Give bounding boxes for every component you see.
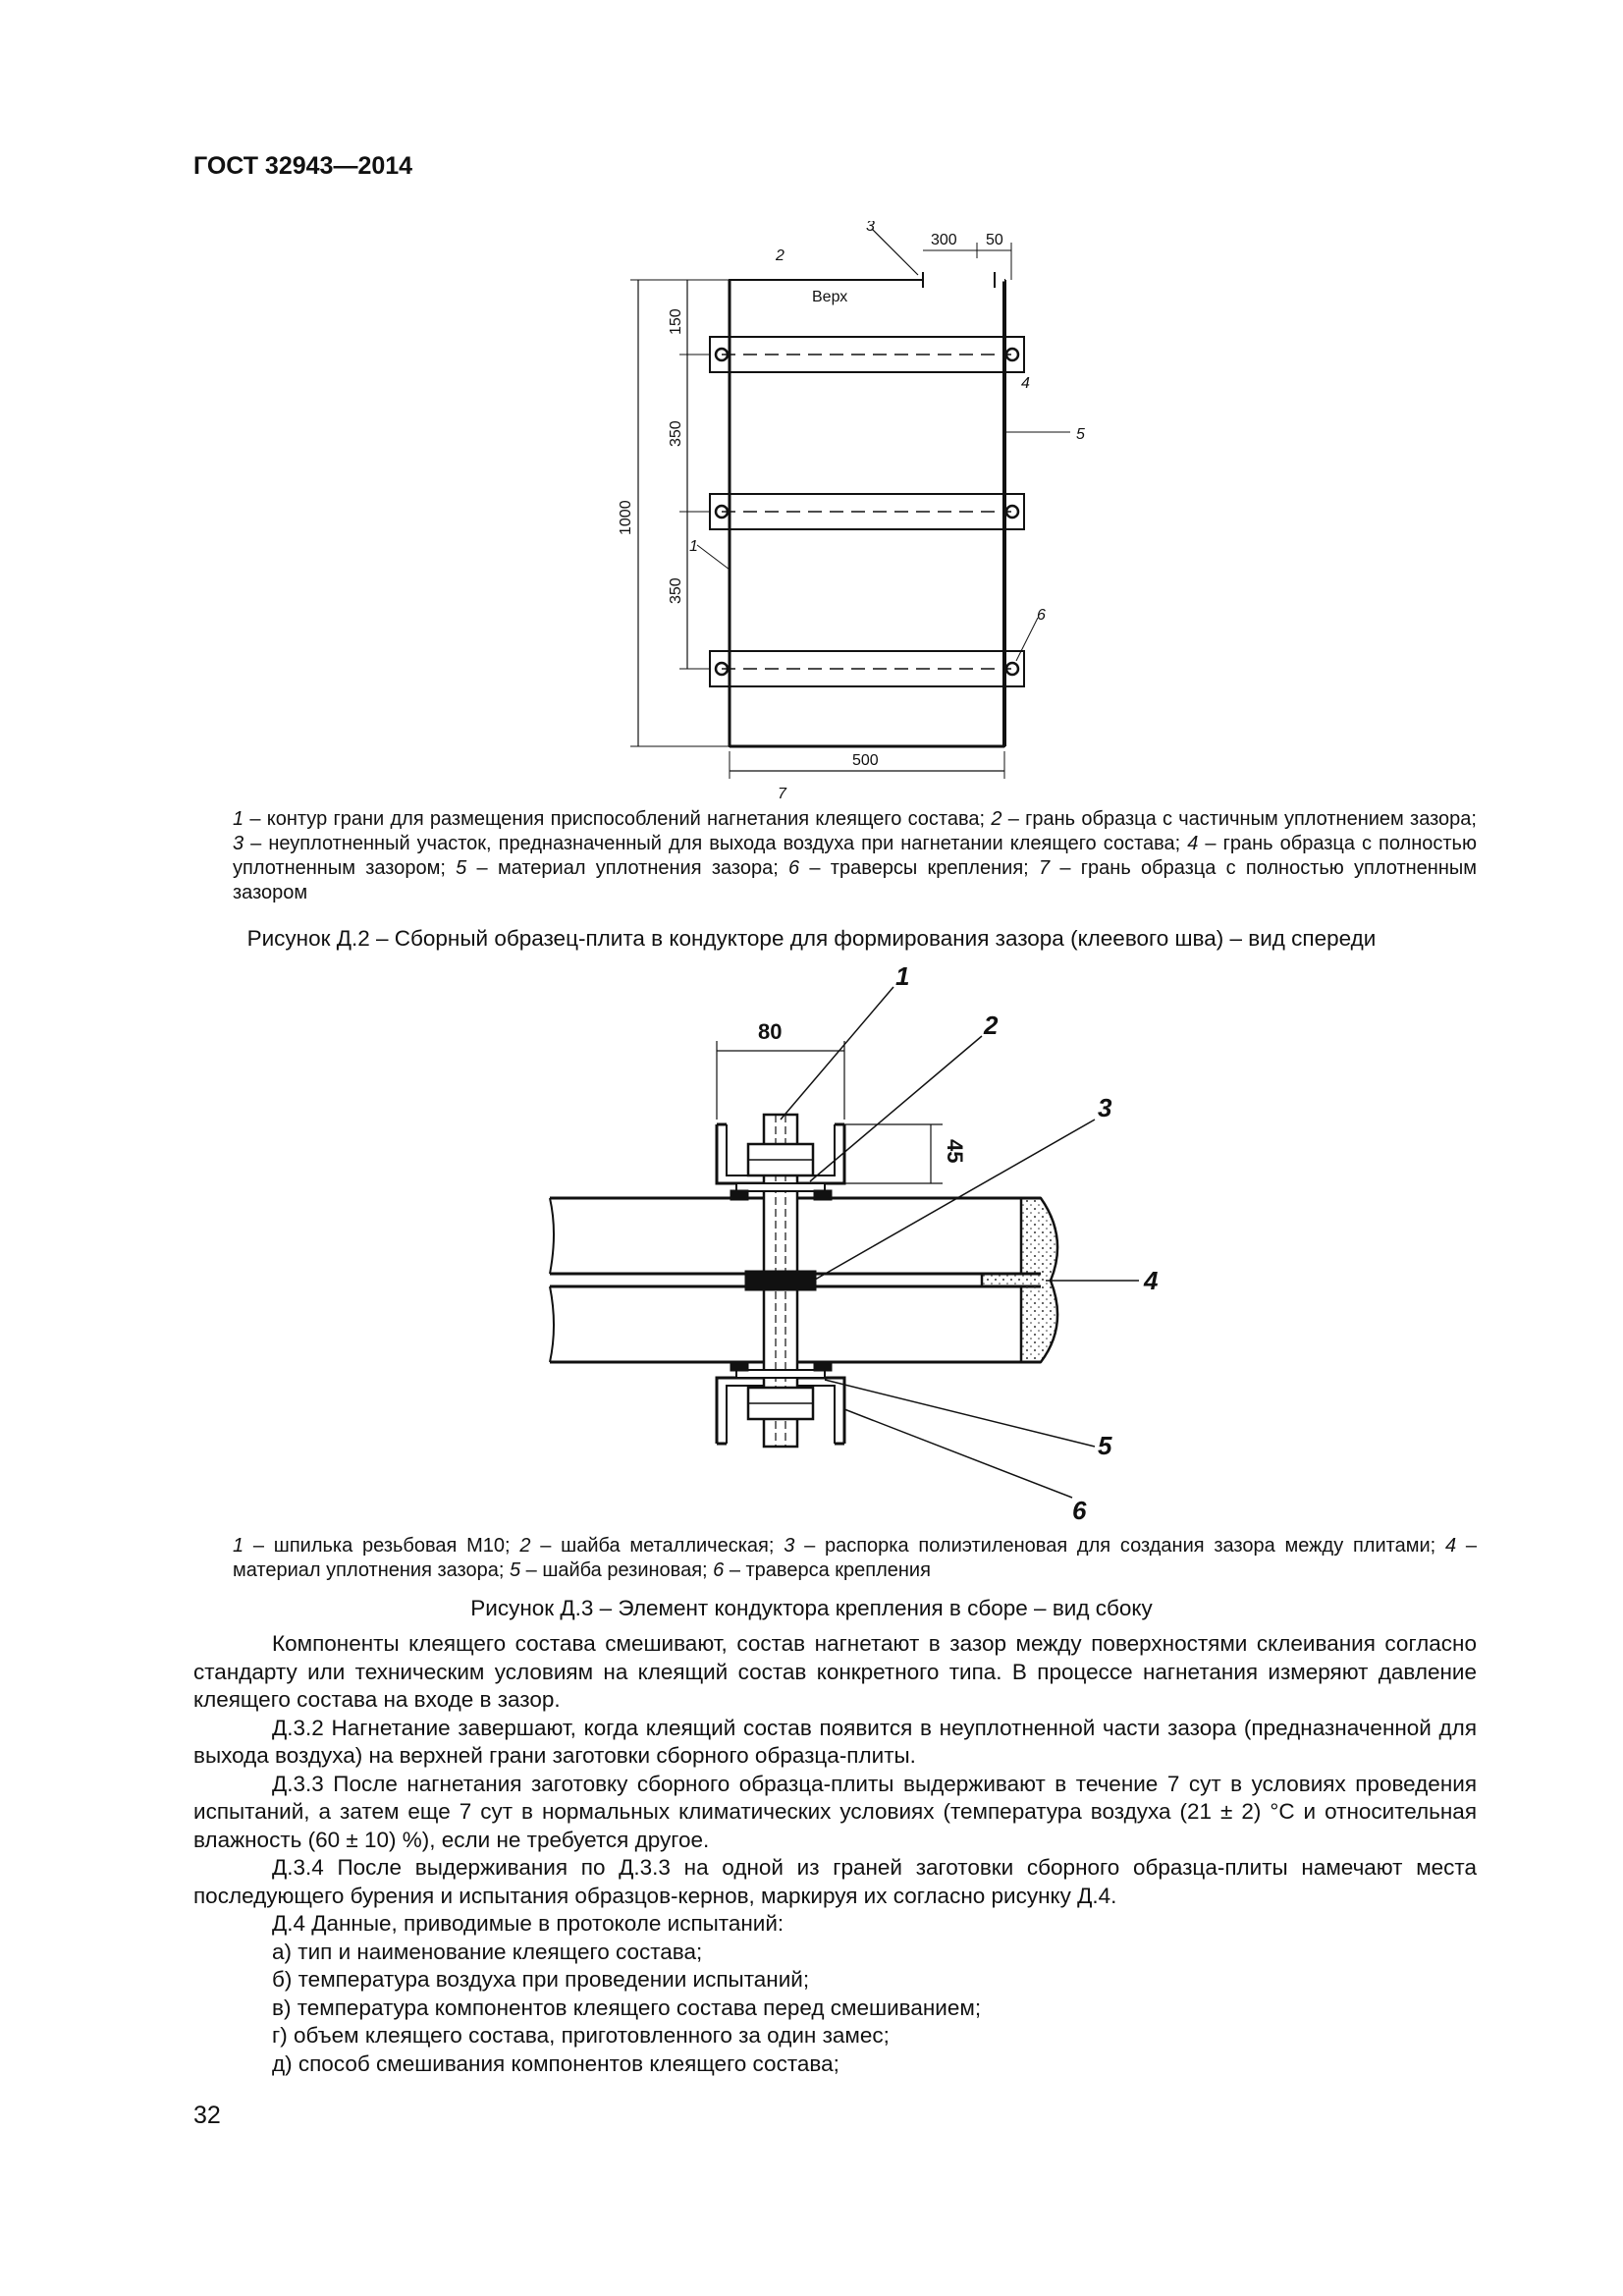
legend-num: 1 [233,808,244,830]
legend-num: 6 [788,857,800,879]
legend-num: 3 [233,833,244,854]
fig2-callout-3: 3 [1098,1093,1112,1122]
legend-text: – траверсы крепления; [799,857,1039,879]
slab-outline [729,279,1005,747]
legend-text: – грань образца с частичным уплотнением … [1001,808,1477,830]
legend-text: – траверса крепления [724,1559,931,1581]
paragraph: Компоненты клеящего состава смешивают, с… [193,1631,1477,1712]
list-item: б) температура воздуха при проведении ис… [272,1967,810,1992]
fig1-callout-4: 4 [1021,375,1030,392]
legend-num: 2 [519,1535,531,1557]
paragraph: Д.4 Данные, приводимые в протоколе испыт… [272,1911,784,1936]
list-item: г) объем клеящего состава, приготовленно… [272,2023,890,2048]
fig1-callout-6: 6 [1037,607,1046,624]
legend-text: – шпилька резьбовая М10; [243,1535,520,1557]
fig2-callout-1: 1 [895,961,909,991]
legend-num: 4 [1444,1535,1457,1557]
fig2-callout-4: 4 [1143,1266,1159,1295]
fig2-callout-6: 6 [1072,1496,1087,1525]
figure-d2-drawing: Верх 300 50 150 350 350 1000 500 2 3 4 5… [618,221,1085,802]
page-number: 32 [193,2102,221,2129]
legend-num: 2 [991,808,1002,830]
legend-num: 4 [1187,833,1199,854]
legend-text: – неуплотненный участок, предназначенный… [243,833,1188,854]
legend-num: 7 [1038,857,1051,879]
paragraph: Д.3.3 После нагнетания заготовку сборног… [193,1771,1477,1852]
legend-text: – распорка полиэтиленовая для создания з… [794,1535,1445,1557]
legend-num: 5 [456,857,467,879]
fig1-dim-350a: 350 [668,420,684,447]
legend-num: 3 [784,1535,795,1557]
fig2-callout-5: 5 [1098,1431,1112,1460]
fig1-dim-350b: 350 [668,577,684,604]
paragraph: Д.3.2 Нагнетание завершают, когда клеящи… [193,1715,1477,1769]
fig1-callout-7: 7 [778,786,787,802]
fig1-label-top: Верх [812,289,847,305]
fig1-callout-3: 3 [866,221,875,235]
legend-text: – контур грани для размещения приспособл… [243,808,992,830]
fig1-callout-5: 5 [1076,426,1085,443]
fig1-callout-2: 2 [775,247,784,264]
legend-num: 5 [509,1559,521,1581]
fig1-dim-300: 300 [931,232,957,248]
figure-d3-drawing: 80 45 1 2 3 4 5 6 [549,961,1159,1525]
figure-d3-caption: Рисунок Д.3 – Элемент кондуктора креплен… [470,1596,1153,1620]
legend-text: – материал уплотнения зазора; [233,1535,1477,1581]
fig1-callout-1: 1 [689,538,698,555]
legend-text: – грань образца с полностью уплотненным … [233,857,1478,903]
legend-text: – шайба резиновая; [520,1559,714,1581]
fig1-dim-150: 150 [668,308,684,335]
fig1-dim-1000: 1000 [618,500,634,535]
legend-num: 6 [713,1559,725,1581]
figure-d2-caption: Рисунок Д.2 – Сборный образец-плита в ко… [246,926,1377,951]
fig2-dim-80: 80 [758,1019,782,1044]
legend-num: 1 [233,1535,244,1557]
list-item: а) тип и наименование клеящего состава; [272,1939,703,1964]
figure-d2-legend: 1 – контур грани для размещения приспосо… [233,807,1477,905]
list-item: в) температура компонентов клеящего сост… [272,1995,982,2020]
fig2-callout-2: 2 [983,1011,999,1040]
document-header: ГОСТ 32943—2014 [193,152,413,180]
list-item: д) способ смешивания компонентов клеящег… [272,2050,839,2076]
fig2-dim-45: 45 [943,1139,967,1163]
body-text: Компоненты клеящего состава смешивают, с… [193,1630,1477,2078]
paragraph: Д.3.4 После выдерживания по Д.3.3 на одн… [193,1855,1477,1908]
fig1-dim-50: 50 [986,232,1003,248]
fig1-dim-500: 500 [852,752,879,769]
legend-text: – шайба металлическая; [530,1535,784,1557]
legend-text: – материал уплотнения зазора; [466,857,789,879]
figure-d3-legend: 1 – шпилька резьбовая М10; 2 – шайба мет… [233,1534,1477,1583]
legend-text: – грань образца с полностью уплотненным … [233,833,1477,879]
